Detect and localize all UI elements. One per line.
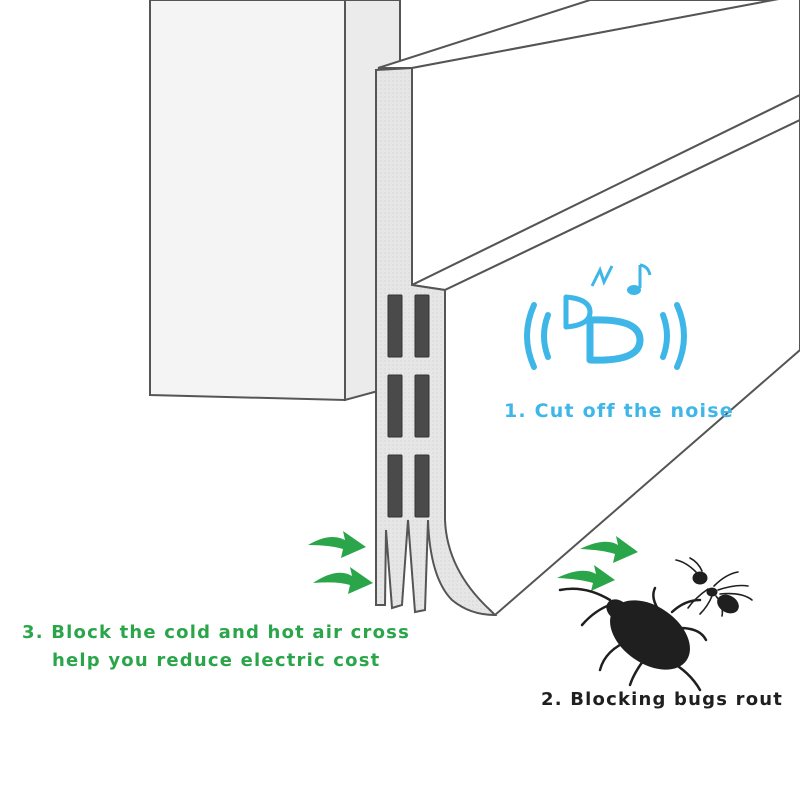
seal-channels (387, 294, 430, 518)
sound-letters-icon (563, 294, 644, 364)
bugs-caption: 2. Blocking bugs rout (541, 689, 784, 710)
seal-cross-section (375, 66, 498, 617)
ant-icon (675, 557, 753, 617)
noise-caption: 1. Cut off the noise (504, 400, 734, 422)
air-caption-line-1: 3. Block the cold and hot air cross (22, 622, 411, 643)
cockroach-icon (558, 586, 708, 692)
green-arrow-icon-right (557, 536, 638, 591)
green-arrow-icon (308, 531, 373, 594)
music-note-icon (590, 263, 652, 295)
air-caption-line-2: help you reduce electric cost (52, 650, 381, 671)
sound-waves-icon (524, 302, 687, 370)
door-panel (149, 0, 346, 402)
